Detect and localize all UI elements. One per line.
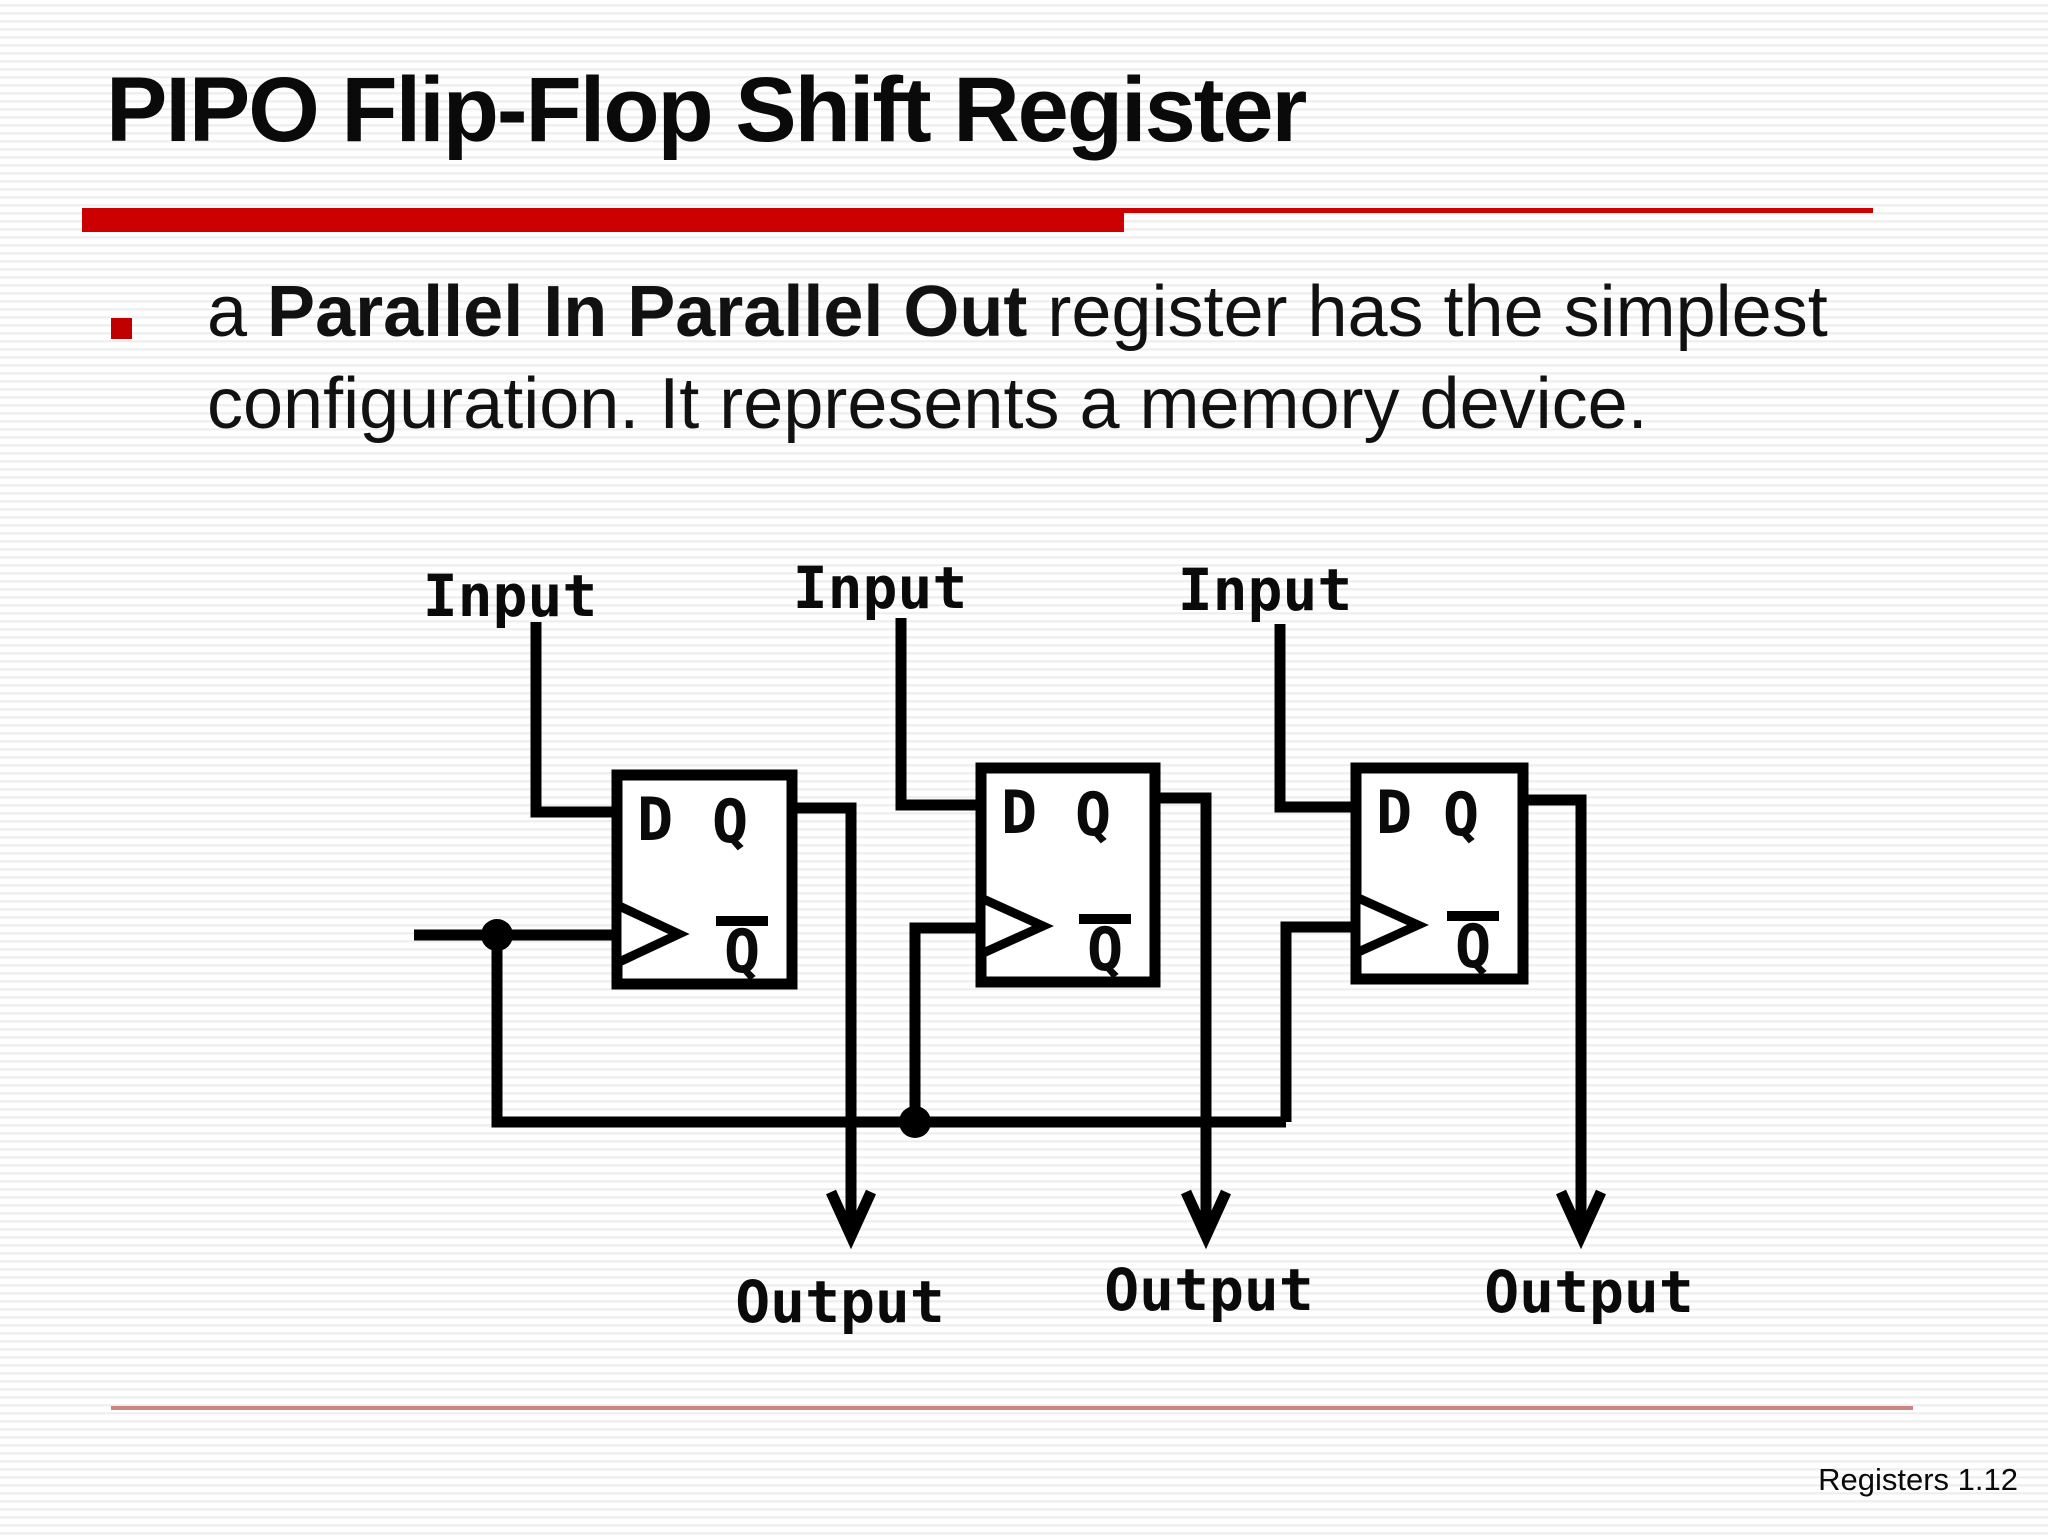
input2-wire: [895, 618, 981, 811]
footer-rule: [111, 1406, 1913, 1410]
flipflop3-clock-triangle-icon: [1351, 890, 1429, 960]
flipflop1-clock-triangle-icon: [612, 897, 690, 971]
output1-label: Output: [735, 1268, 945, 1336]
flipflop1-qbar-label: Q: [724, 917, 760, 987]
output2-wire: [1155, 792, 1212, 1230]
bullet-lead: a: [207, 272, 268, 352]
bullet-text: a Parallel In Parallel Out register has …: [207, 266, 1967, 450]
flipflop3-d-label: D: [1376, 778, 1412, 848]
flipflop3-qbar-label: Q: [1455, 912, 1491, 982]
clock-junction-dot-1: [481, 919, 513, 951]
flipflop1-d-label: D: [637, 785, 673, 855]
clock-riser2-wire: [909, 922, 981, 1122]
output3-wire: [1523, 794, 1587, 1230]
bullet-line1-rest: register has the simplest: [1027, 272, 1828, 352]
slide-title: PIPO Flip-Flop Shift Register: [106, 59, 1307, 161]
output3-arrowhead-icon: [1555, 1189, 1607, 1250]
output1-wire: [792, 802, 857, 1230]
flipflop2-q-label: Q: [1075, 780, 1111, 850]
output2-arrowhead-icon: [1180, 1189, 1232, 1250]
bullet-marker: [111, 318, 132, 339]
input3-label: Input: [1178, 556, 1353, 624]
slide-number: Registers 1.12: [1818, 1462, 2018, 1497]
title-rule-thin: [1124, 208, 1873, 213]
clock-junction-dot-2: [899, 1106, 931, 1138]
input1-wire: [530, 622, 617, 818]
bullet-line2: configuration. It represents a memory de…: [207, 364, 1648, 444]
flipflop3-q-label: Q: [1443, 780, 1479, 850]
flipflop2-box: [975, 762, 1161, 988]
input2-label: Input: [793, 554, 968, 622]
flipflop2-d-label: D: [1001, 778, 1037, 848]
flipflop2-clock-triangle-icon: [976, 891, 1054, 961]
clock-riser3-wire: [1280, 921, 1356, 1122]
flipflop2-qbar-label: Q: [1087, 915, 1123, 985]
flipflop1-q-label: Q: [712, 787, 748, 857]
output1-arrowhead-icon: [825, 1189, 877, 1250]
input1-label: Input: [423, 562, 598, 630]
output3-label: Output: [1484, 1258, 1694, 1326]
title-rule-thick: [82, 208, 1124, 232]
clock-bus-wire: [491, 935, 1286, 1128]
bullet-bold: Parallel In Parallel Out: [267, 272, 1028, 352]
input3-wire: [1274, 624, 1356, 813]
output2-label: Output: [1104, 1256, 1314, 1324]
